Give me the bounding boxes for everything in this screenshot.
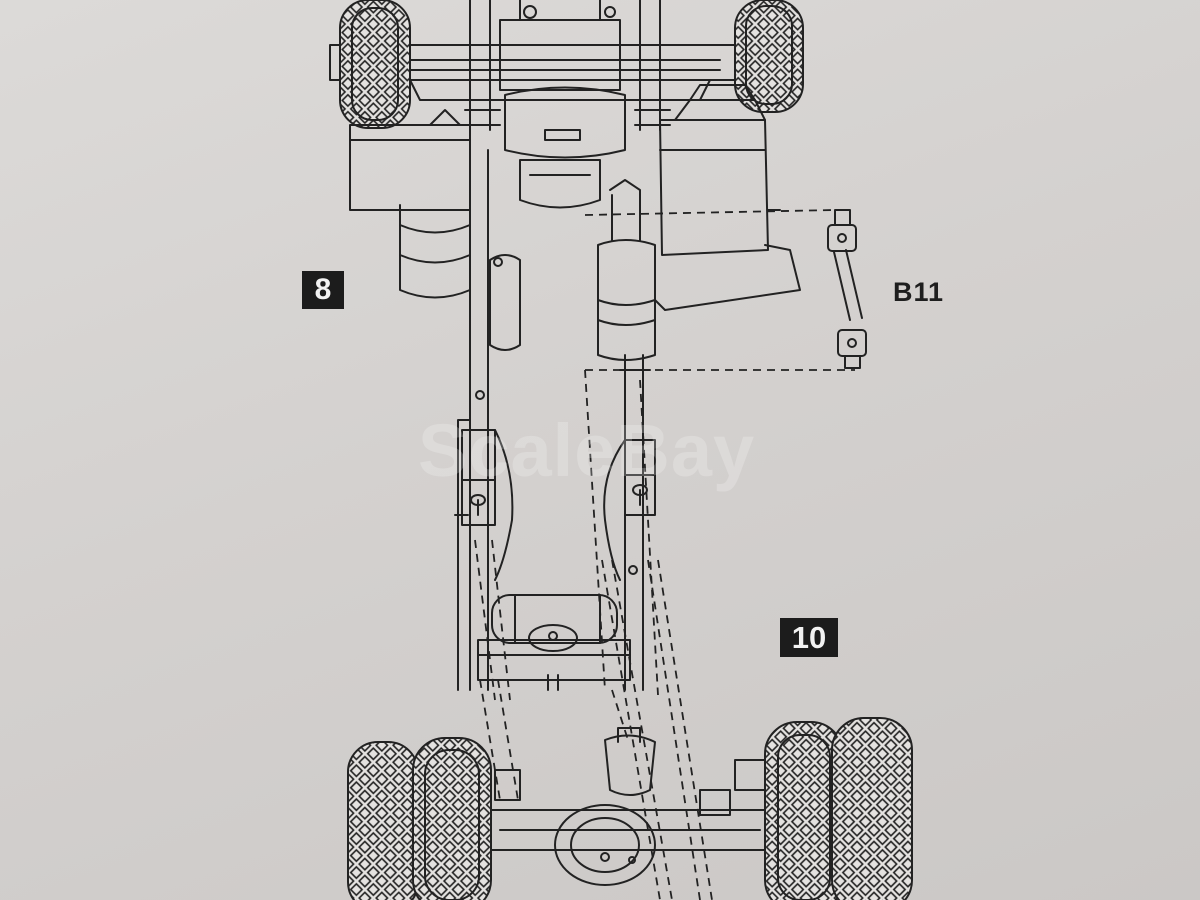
gearbox — [504, 86, 626, 209]
rear-wheels-left — [347, 737, 492, 900]
battery-box — [654, 84, 801, 311]
rear-wheels-right — [764, 717, 913, 900]
front-wheel-left — [339, 0, 411, 129]
part-b11-shaft — [827, 209, 867, 369]
assembly-guides — [474, 209, 855, 900]
watermark-text: ScaleBay — [418, 409, 756, 492]
step-8-badge: 8 — [302, 271, 344, 309]
step-10-badge: 10 — [780, 618, 838, 657]
part-b11-label: B11 — [893, 277, 945, 307]
left-frame-rail — [454, 149, 521, 691]
rear-spring-hangers — [461, 429, 656, 581]
front-wheel-right — [734, 0, 804, 113]
silencer — [597, 179, 656, 361]
rear-axle — [479, 727, 781, 886]
rear-crossmember — [477, 594, 631, 691]
fuel-tank-left — [349, 109, 471, 299]
